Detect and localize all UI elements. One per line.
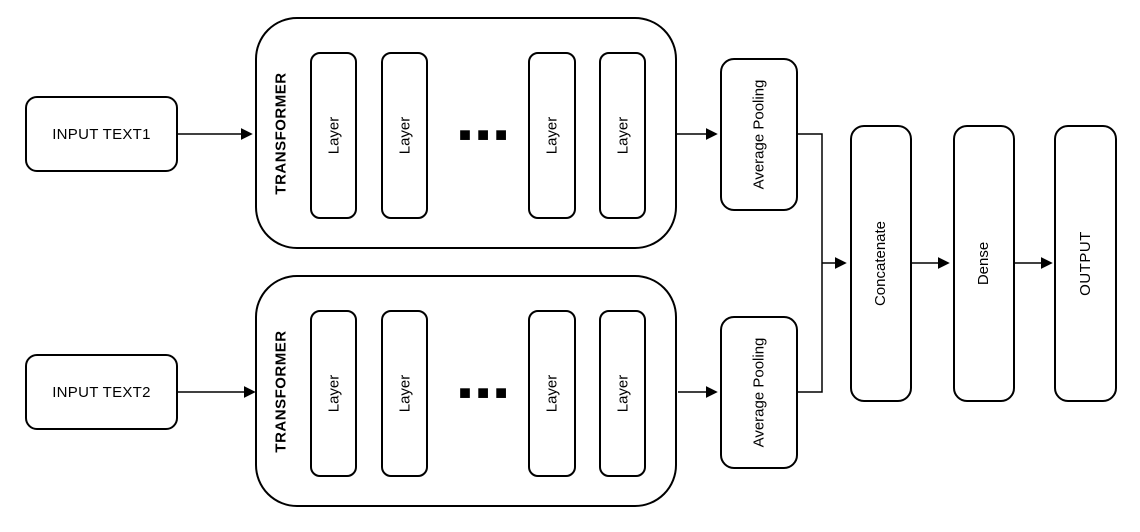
transformer2-layer-3: Layer bbox=[528, 310, 576, 477]
average-pooling1-box: Average Pooling bbox=[720, 58, 798, 211]
transformer2-layer-1: Layer bbox=[310, 310, 357, 477]
transformer1-layer-4: Layer bbox=[599, 52, 646, 219]
transformer2-title: TRANSFORMER bbox=[272, 329, 290, 453]
concatenate-box: Concatenate bbox=[850, 125, 912, 402]
average-pooling2-box: Average Pooling bbox=[720, 316, 798, 469]
input-text2-box: INPUT TEXT2 bbox=[25, 354, 178, 430]
transformer1-layer-1: Layer bbox=[310, 52, 357, 219]
line-pooling2-to-merge bbox=[798, 263, 823, 393]
transformer2-layer-2: Layer bbox=[381, 310, 428, 477]
ellipsis-dots-icon: ■■■ bbox=[458, 123, 514, 146]
dense-box: Dense bbox=[953, 125, 1015, 402]
transformer1-title: TRANSFORMER bbox=[272, 71, 290, 195]
transformer2-layer-4: Layer bbox=[599, 310, 646, 477]
input-text2-label: INPUT TEXT2 bbox=[52, 383, 151, 401]
output-box: OUTPUT bbox=[1054, 125, 1117, 402]
line-pooling1-to-merge bbox=[798, 133, 823, 263]
transformer1-layer-2: Layer bbox=[381, 52, 428, 219]
ellipsis-dots-icon: ■■■ bbox=[458, 381, 514, 404]
branch-2: INPUT TEXT2 TRANSFORMER Layer Layer ■■■ … bbox=[0, 258, 1140, 532]
input-text1-label: INPUT TEXT1 bbox=[52, 125, 151, 143]
input-text1-box: INPUT TEXT1 bbox=[25, 96, 178, 172]
transformer1-layer-3: Layer bbox=[528, 52, 576, 219]
